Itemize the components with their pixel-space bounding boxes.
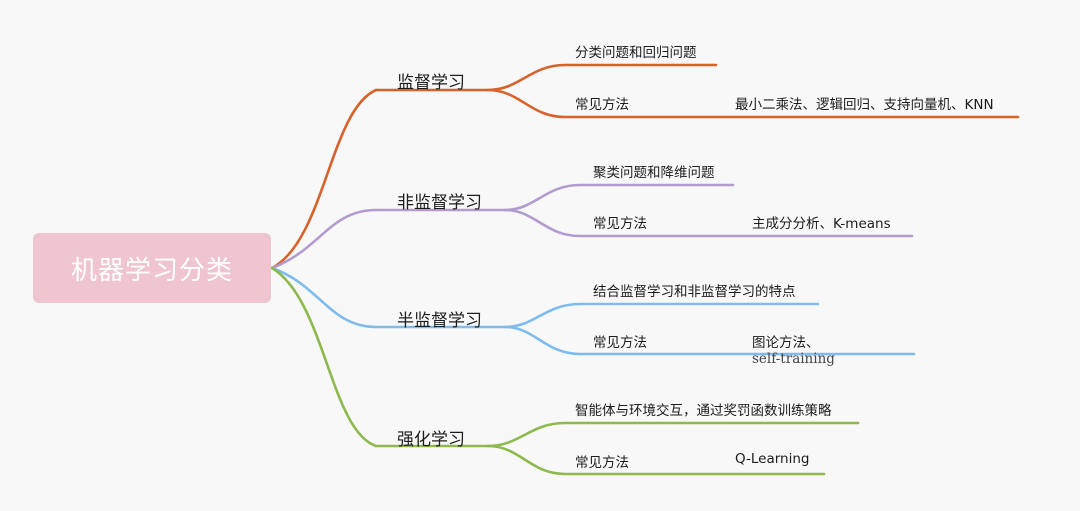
connector-root-semisupervised — [270, 266, 378, 329]
reinforcement-methods[interactable]: Q-Learning — [735, 451, 810, 467]
connector-reinforcement-methods — [486, 444, 826, 476]
root-label: 机器学习分类 — [70, 255, 233, 286]
unsupervised-methods-label[interactable]: 常见方法 — [593, 216, 647, 232]
connector-semisupervised-description — [503, 302, 820, 329]
unsupervised-methods[interactable]: 主成分分析、K-means — [752, 216, 891, 232]
connector-semisupervised-methods — [503, 325, 916, 356]
connector-supervised-description — [486, 63, 718, 92]
connector-root-reinforcement — [270, 266, 378, 448]
supervised-methods[interactable]: 最小二乘法、逻辑回归、支持向量机、KNN — [735, 97, 994, 113]
branch-semisupervised[interactable]: 半监督学习 — [397, 311, 482, 331]
semisupervised-methods[interactable]: 图论方法、 — [752, 335, 820, 351]
branch-supervised[interactable]: 监督学习 — [397, 73, 465, 93]
connector-root-unsupervised — [270, 208, 378, 270]
supervised-description[interactable]: 分类问题和回归问题 — [575, 45, 697, 61]
semisupervised-description[interactable]: 结合监督学习和非监督学习的特点 — [593, 284, 796, 300]
reinforcement-methods-label[interactable]: 常见方法 — [575, 455, 629, 471]
unsupervised-description[interactable]: 聚类问题和降维问题 — [593, 165, 715, 181]
semisupervised-methods-label[interactable]: 常见方法 — [593, 335, 647, 351]
branch-unsupervised[interactable]: 非监督学习 — [397, 193, 482, 213]
connector-supervised-methods — [486, 88, 1020, 119]
connector-root-supervised — [270, 88, 378, 270]
reinforcement-description[interactable]: 智能体与环境交互，通过奖罚函数训练策略 — [575, 403, 832, 419]
branch-reinforcement[interactable]: 强化学习 — [397, 430, 465, 450]
root-node[interactable]: 机器学习分类 — [33, 233, 271, 303]
connector-unsupervised-methods — [503, 208, 914, 238]
semisupervised-methods-continued[interactable]: self-training — [752, 351, 835, 367]
connector-unsupervised-description — [503, 183, 735, 212]
connector-reinforcement-description — [486, 421, 860, 448]
supervised-methods-label[interactable]: 常见方法 — [575, 97, 629, 113]
